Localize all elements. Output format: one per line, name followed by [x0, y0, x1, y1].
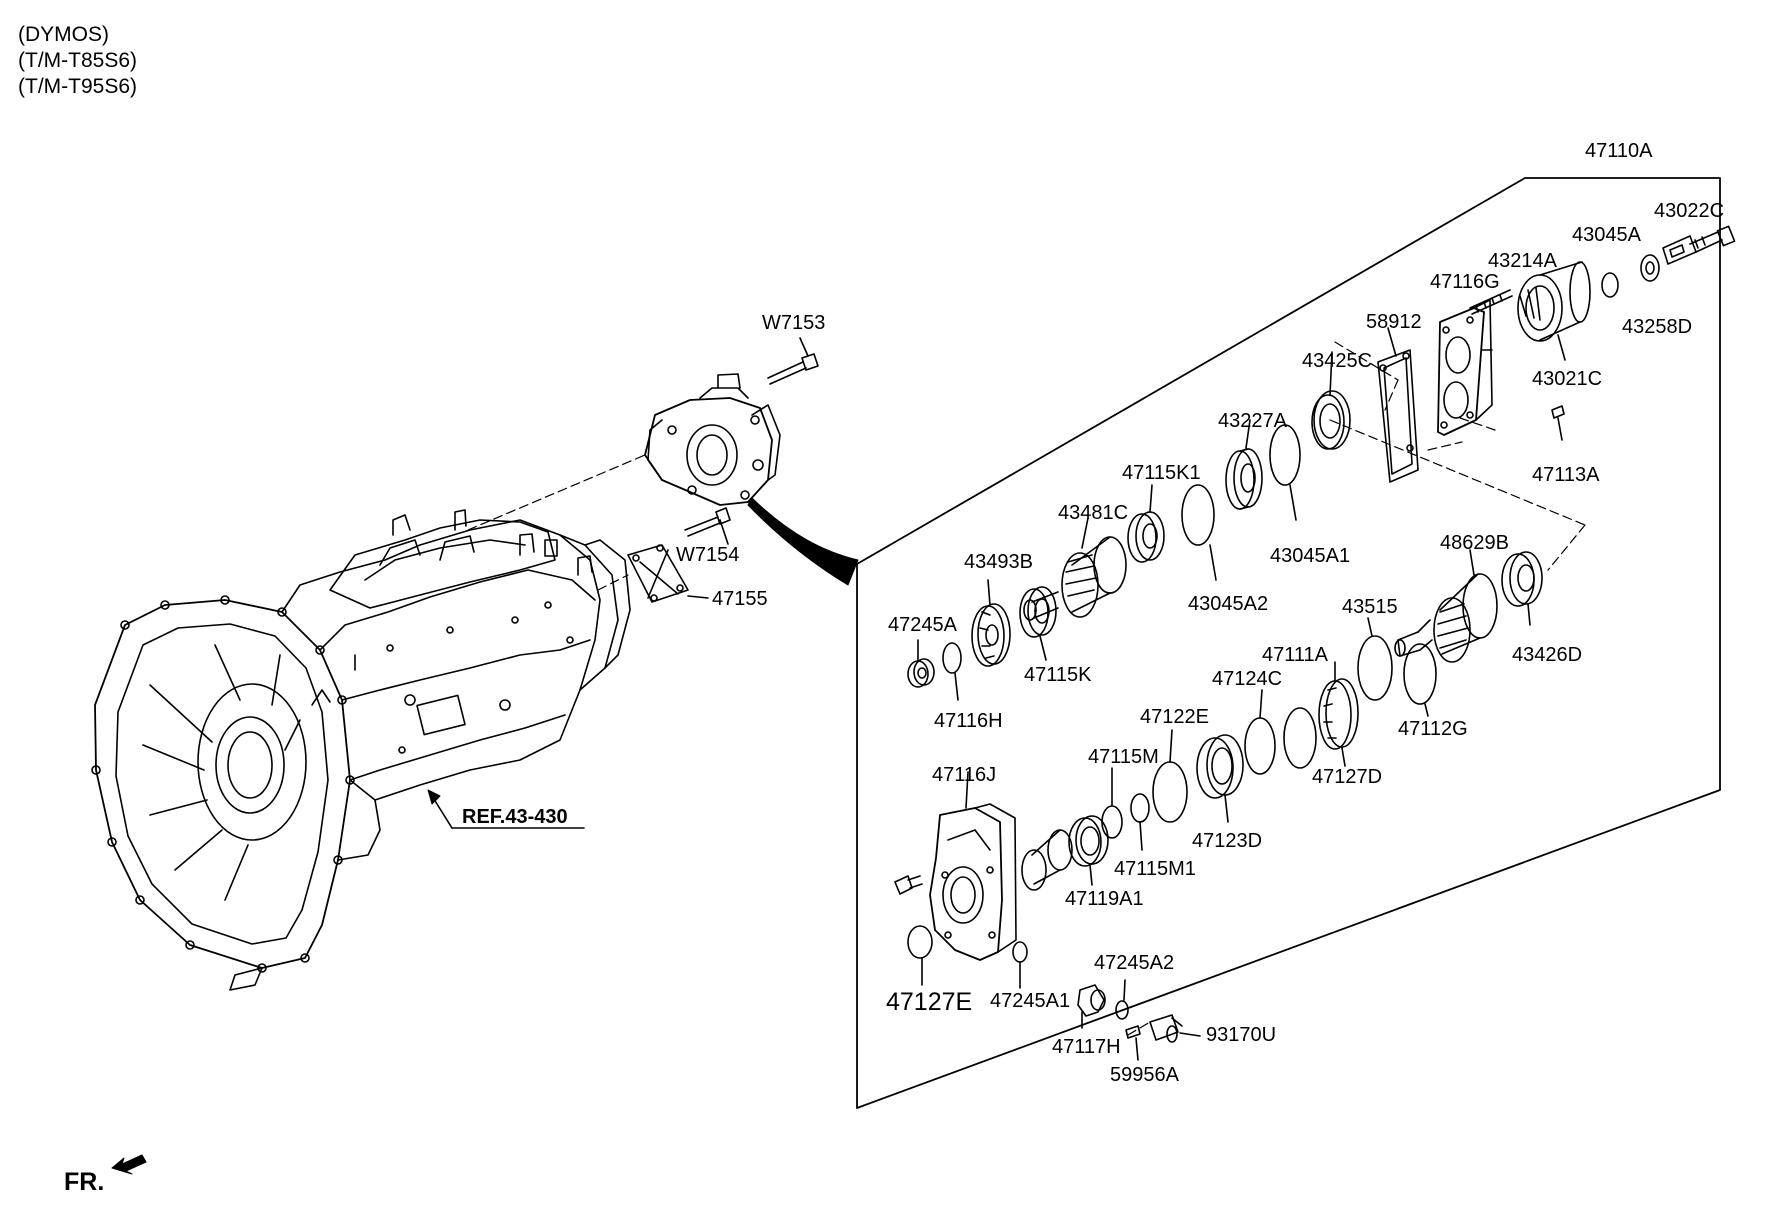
part-47127d-ring [1318, 661, 1359, 767]
part-43493b-plate [971, 579, 1011, 667]
transfer-case-housing [644, 373, 781, 506]
label-47116j: 47116J [932, 764, 997, 786]
explode-group-frame [856, 177, 1721, 1109]
part-43045a2-ring [1181, 484, 1215, 546]
label-47245a: 47245A [888, 614, 957, 636]
part-47115k1-bearing [1127, 484, 1165, 563]
part-47116h-ring [942, 642, 962, 674]
reference-label: REF.43-430 [462, 806, 568, 828]
part-43515-ring [1357, 635, 1393, 701]
part-47113a-pin [1551, 405, 1565, 419]
label-43481c: 43481C [1058, 502, 1129, 524]
label-59956a: 59956A [1110, 1064, 1179, 1086]
part-47124c-ring [1283, 707, 1317, 769]
part-59956a-pin [1125, 1025, 1141, 1039]
gasket-47155 [627, 544, 709, 603]
label-43227a: 43227A [1218, 410, 1287, 432]
label-w7154: W7154 [676, 544, 740, 566]
part-47123d-sleeve [1196, 734, 1244, 823]
label-43021c: 43021C [1532, 368, 1603, 390]
part-47116j-cover [929, 771, 1017, 961]
part-sleeve [1021, 829, 1073, 891]
label-43515: 43515 [1342, 596, 1398, 618]
label-47119a1: 47119A1 [1065, 888, 1144, 910]
transmission-assembly [91, 509, 631, 991]
alignment-lines [467, 341, 1586, 1036]
label-47127d: 47127D [1312, 766, 1383, 788]
label-58912: 58912 [1366, 311, 1422, 333]
label-47115k1: 47115K1 [1122, 462, 1201, 484]
part-48629b-gear [1394, 549, 1498, 663]
label-47122e: 47122E [1140, 706, 1209, 728]
part-43425c-seal [1311, 351, 1351, 450]
part-43426d-bearing [1501, 551, 1543, 626]
part-43045a-oring [1601, 272, 1619, 298]
label-93170u: 93170U [1206, 1024, 1277, 1046]
label-47110a: 47110A [1585, 140, 1653, 162]
label-47155: 47155 [712, 588, 768, 610]
part-43481c-gear [1023, 517, 1127, 621]
part-43021c-flange [1517, 261, 1591, 361]
label-47245a2: 47245A2 [1094, 952, 1175, 974]
part-43227a-bearing [1225, 419, 1263, 510]
label-43258d: 43258D [1622, 316, 1693, 338]
part-93170u-sensor [1149, 1014, 1201, 1043]
front-indicator: FR. [64, 1168, 105, 1196]
label-47115m: 47115M [1088, 746, 1159, 768]
label-47116h: 47116H [934, 710, 1003, 732]
label-47116g: 47116G [1430, 271, 1500, 293]
label-47113a: 47113A [1532, 464, 1600, 486]
label-43425c: 43425C [1302, 350, 1373, 372]
label-43426d: 43426D [1512, 644, 1583, 666]
part-43022c-bolt [1662, 225, 1736, 265]
label-47124c: 47124C [1212, 668, 1283, 690]
part-47115m-ring [1101, 805, 1123, 839]
label-48629b: 48629B [1440, 532, 1509, 554]
part-43258d-washer [1640, 254, 1660, 282]
part-47245a-seal [907, 639, 935, 688]
bolt-w7154 [684, 507, 731, 545]
label-43493b: 43493B [964, 551, 1033, 573]
bolt-w7153 [767, 353, 819, 385]
part-47115k-bearing [1019, 586, 1057, 661]
part-47245a1-oring [1012, 941, 1028, 963]
label-47117h: 47117H [1052, 1036, 1121, 1058]
front-arrow-icon [111, 1154, 147, 1175]
part-47119a1-bushing [1068, 815, 1109, 886]
part-plug [894, 875, 923, 895]
header-line-1: (DYMOS) [18, 23, 109, 46]
part-47122e-ring [1152, 761, 1188, 823]
label-43045a1: 43045A1 [1270, 545, 1351, 567]
part-47116g-cover [1437, 299, 1493, 436]
label-47123d: 47123D [1192, 830, 1263, 852]
label-47245a1: 47245A1 [990, 990, 1071, 1012]
label-43214a: 43214A [1488, 250, 1557, 272]
part-47111a-ring [1244, 717, 1276, 775]
header-line-2: (T/M-T85S6) [18, 49, 138, 72]
part-43045a1-ring [1269, 424, 1301, 486]
label-47127e: 47127E [886, 988, 973, 1016]
label-47115k: 47115K [1024, 664, 1092, 686]
label-43022c: 43022C [1654, 200, 1725, 222]
part-43214a-stud [1469, 289, 1513, 315]
part-58912-gasket [1377, 327, 1419, 483]
part-47245a2-oring [1115, 1000, 1129, 1020]
part-47117h-housing [1077, 984, 1106, 1029]
label-47111a: 47111A [1262, 644, 1328, 666]
header-line-3: (T/M-T95S6) [18, 75, 138, 98]
part-47112g-ring [1403, 643, 1437, 705]
label-w7153: W7153 [762, 312, 826, 334]
detail-pointer-wedge [747, 497, 859, 586]
reference-leader [427, 789, 585, 829]
part-47115m1-ring [1130, 793, 1150, 823]
part-47127e-ring [907, 925, 933, 959]
label-47112g: 47112G [1398, 718, 1468, 740]
label-43045a: 43045A [1572, 224, 1641, 246]
label-43045a2: 43045A2 [1188, 593, 1269, 615]
label-47115m1: 47115M1 [1114, 858, 1196, 880]
